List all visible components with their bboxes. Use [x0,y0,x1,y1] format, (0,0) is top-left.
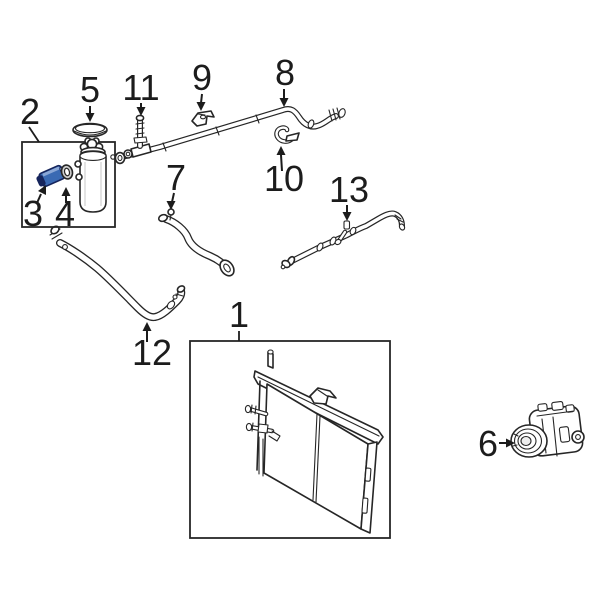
condenser-group-part-1 [189,340,391,539]
pipe8-left-flange [110,151,126,165]
part-3-highlight [42,166,60,177]
o-ring-part-4 [60,164,74,180]
callout-4: 4 [55,187,75,234]
callout-5-label: 5 [80,69,100,110]
callout-11: 11 [122,67,160,116]
callout-2-label: 2 [20,91,40,132]
pipe8-end-fitting [328,107,346,122]
ac-pipe-part-8 [110,107,346,165]
callout-5: 5 [80,69,100,122]
callout-10-label: 10 [264,158,304,199]
ac-hose-part-7 [157,208,235,277]
part-1-group-box [189,340,391,539]
callout-4-label: 4 [55,193,75,234]
callout-11-label: 11 [122,67,159,108]
callout-8-label: 8 [275,52,295,93]
callout-2: 2 [20,91,40,143]
callout-8: 8 [275,52,295,107]
callout-3-label: 3 [23,193,43,234]
compressor-part-6 [510,400,585,458]
cap-gasket-part-5 [72,122,108,138]
callout-12-label: 12 [132,332,172,373]
callout-1-label: 1 [229,294,249,335]
part-3-cap [36,175,46,187]
callout-1: 1 [229,294,249,341]
condenser-artwork [244,349,384,534]
receiver-drier-group-part-2 [21,137,116,228]
part-2-group-box [21,141,116,228]
callout-10: 10 [264,146,304,199]
ac-hose-part-12 [49,225,186,317]
callout-6: 6 [478,423,515,464]
service-valve-part-11 [123,114,152,159]
callout-13: 13 [329,169,369,221]
ac-pipe-part-13 [280,213,406,270]
bracket-part-9 [191,110,215,127]
callout-3: 3 [23,185,46,234]
clip-part-10 [274,125,300,144]
callout-12: 12 [132,322,172,373]
callout-7-label: 7 [166,157,186,198]
receiver-drier-canister [74,137,107,213]
callout-13-label: 13 [329,169,369,210]
callout-6-label: 6 [478,423,498,464]
callout-9-label: 9 [192,57,212,98]
callout-7: 7 [166,157,186,210]
condenser-fittings [244,404,281,442]
callout-9: 9 [192,57,212,111]
